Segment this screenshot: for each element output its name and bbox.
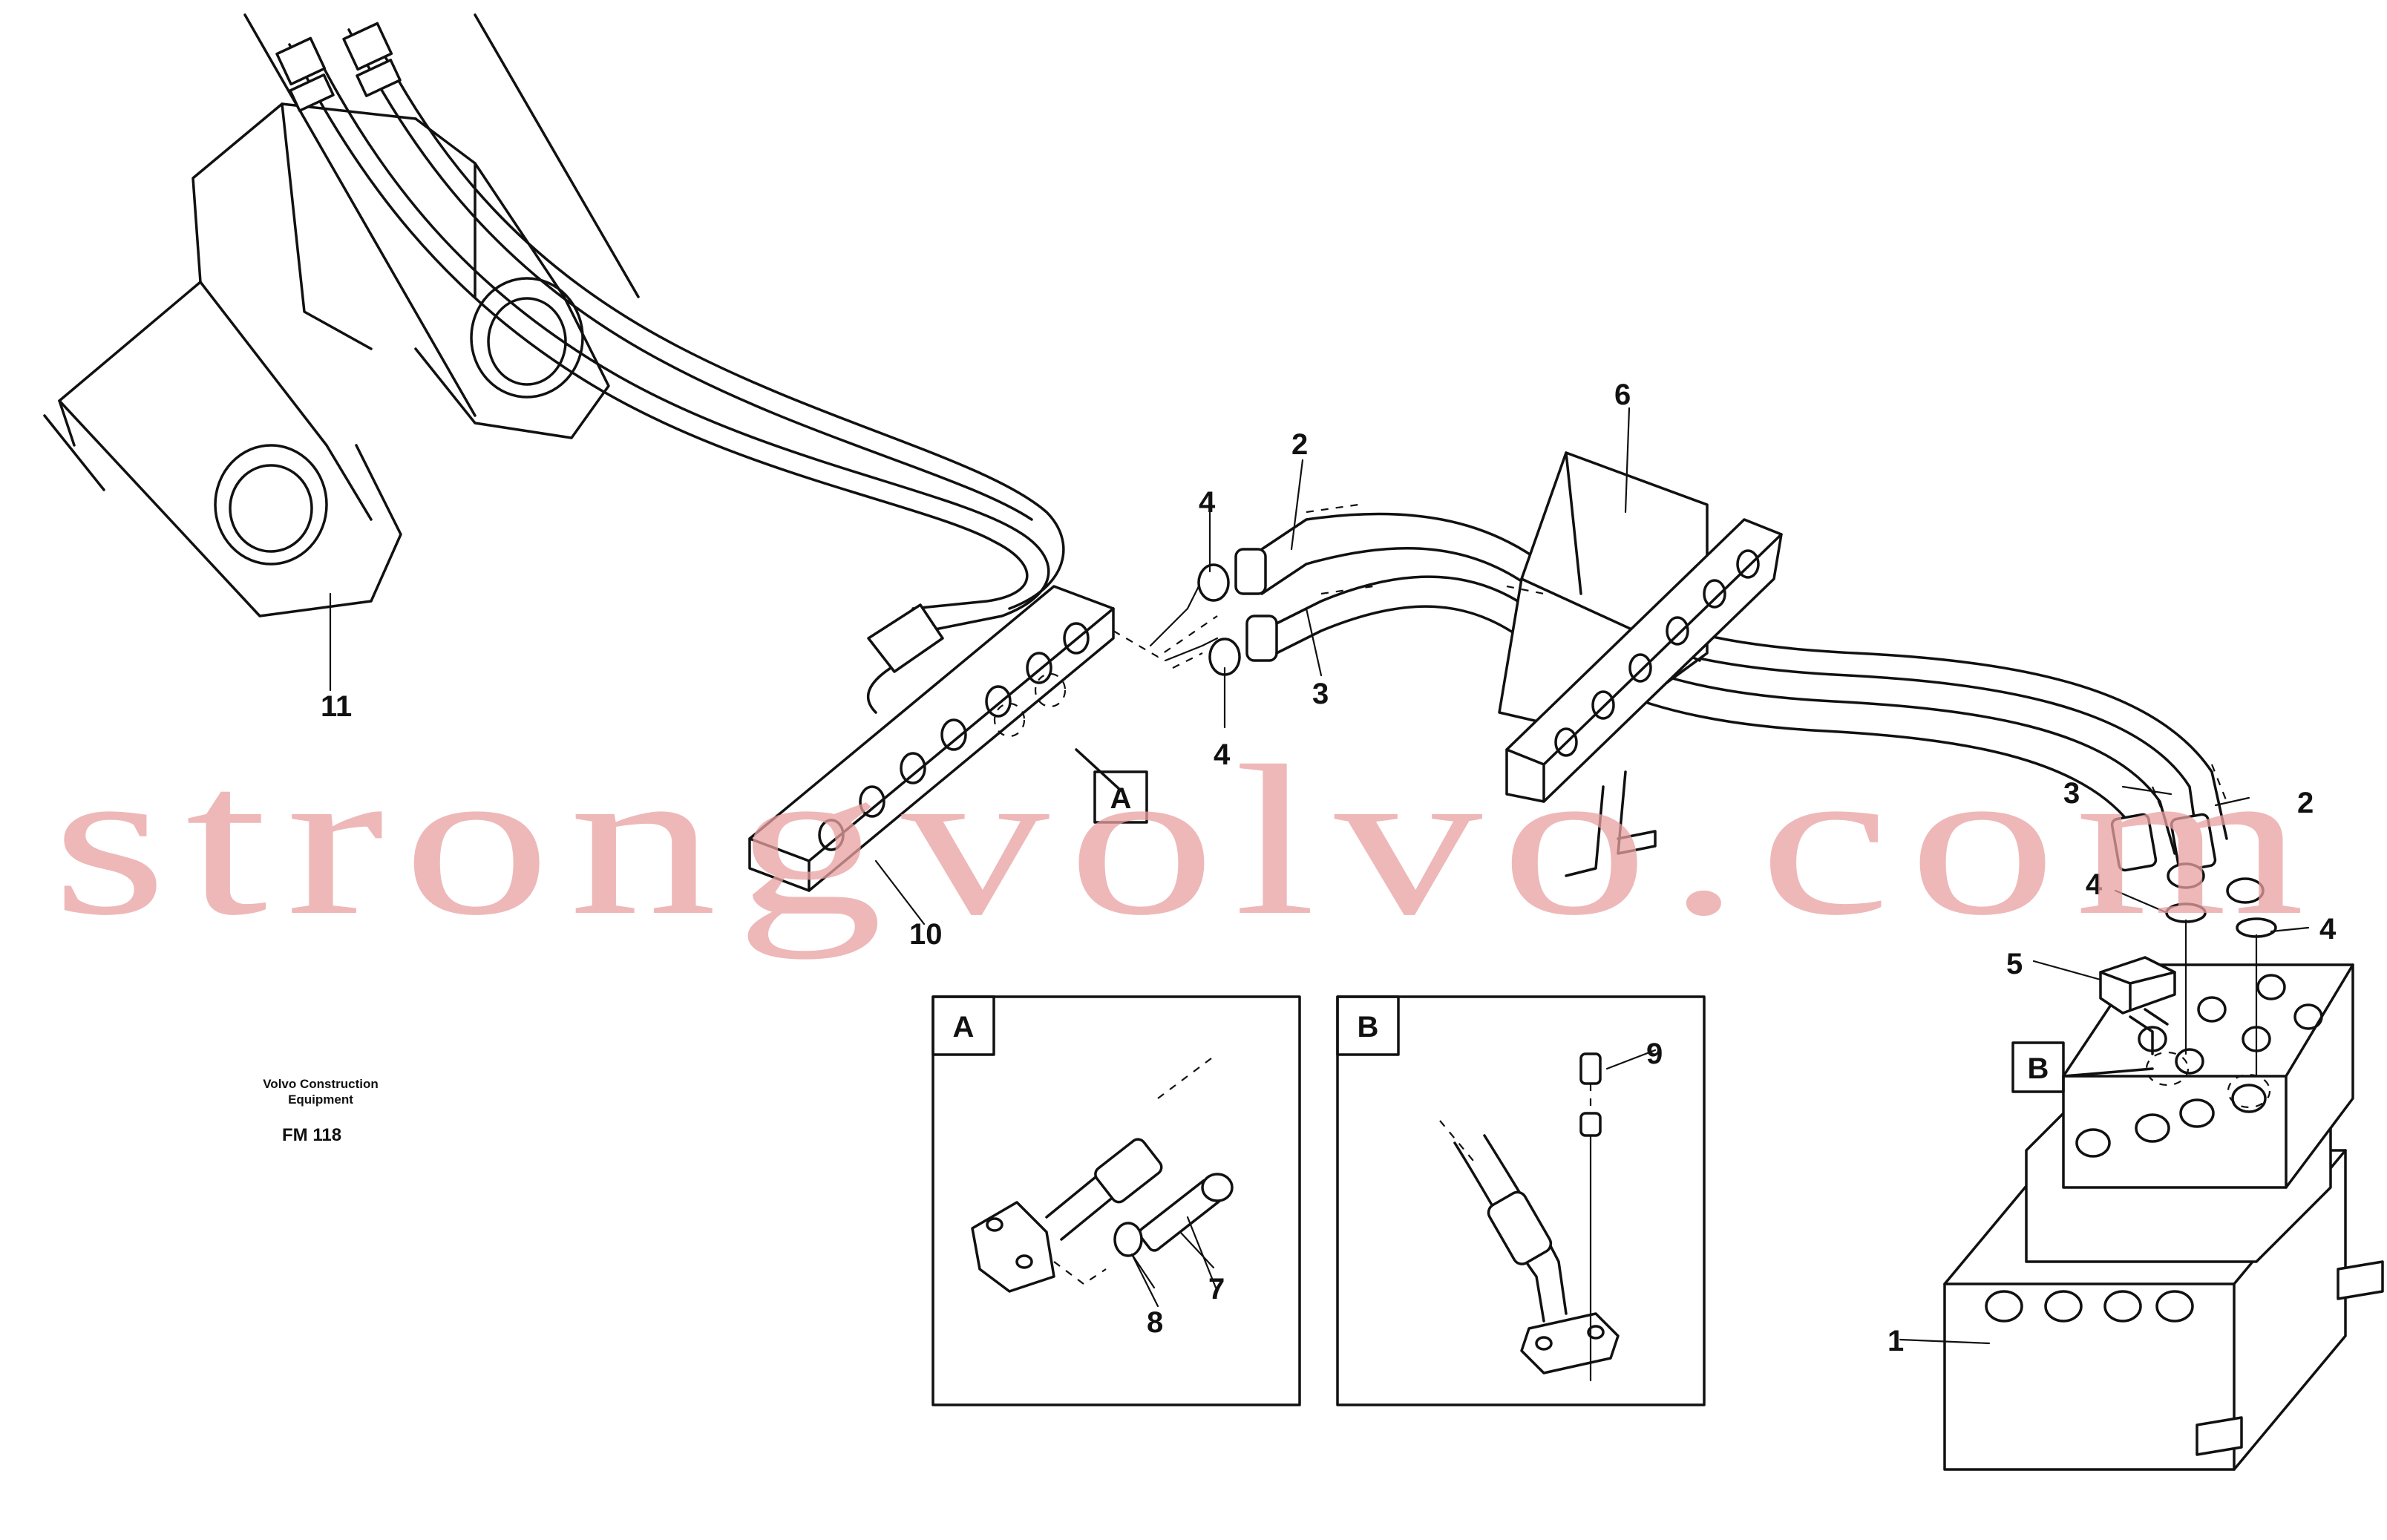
callout-2-right: 2	[2297, 787, 2314, 819]
caption-line-2: Equipment	[288, 1092, 353, 1107]
callout-10: 10	[909, 918, 943, 951]
control-valve	[1943, 963, 2384, 1471]
callout-6: 6	[1614, 379, 1631, 411]
detail-ref-a-label: A	[1110, 782, 1132, 815]
callout-3-top: 3	[1312, 678, 1329, 710]
callout-4-lower: 4	[1214, 738, 1231, 771]
detail-a: A	[931, 995, 1301, 1406]
callout-3-right: 3	[2063, 777, 2080, 810]
callout-11: 11	[321, 690, 352, 723]
figure-code: FM 118	[282, 1125, 341, 1145]
callout-7: 7	[1208, 1273, 1225, 1305]
leader-lines	[329, 407, 2310, 1345]
detail-ref-b: B	[2011, 1041, 2065, 1093]
boom	[43, 13, 640, 617]
clamp-and-fittings	[2099, 862, 2277, 1078]
support-bracket	[1498, 451, 1783, 877]
callout-1: 1	[1887, 1325, 1904, 1357]
callout-4-right-a: 4	[2086, 868, 2103, 901]
callout-2-top: 2	[1291, 428, 1308, 461]
hose-fittings-left	[1113, 548, 1278, 676]
watermark-text: strongvolvo.com	[52, 721, 2323, 960]
detail-b: B	[1336, 995, 1706, 1406]
hoses	[1260, 503, 2228, 872]
detail-b-title: B	[1358, 1011, 1379, 1043]
callout-8: 8	[1147, 1306, 1163, 1339]
callout-4-upper: 4	[1199, 486, 1216, 519]
callout-4-right-b: 4	[2319, 913, 2337, 946]
callout-numbers: 1 2 2 3 3 4 4 4 4 5 6 7 8 9 10 11	[321, 379, 2337, 1357]
callout-9: 9	[1646, 1038, 1663, 1070]
caption-line-1: Volvo Construction	[263, 1077, 379, 1091]
detail-ref-a: A	[1093, 770, 1148, 824]
manifold-block	[748, 585, 1115, 892]
callout-5: 5	[2006, 948, 2023, 980]
boom-pipes	[275, 22, 1065, 714]
detail-ref-b-label: B	[2028, 1052, 2049, 1085]
detail-a-title: A	[953, 1011, 975, 1043]
caption: Volvo Construction Equipment FM 118	[263, 1077, 379, 1145]
